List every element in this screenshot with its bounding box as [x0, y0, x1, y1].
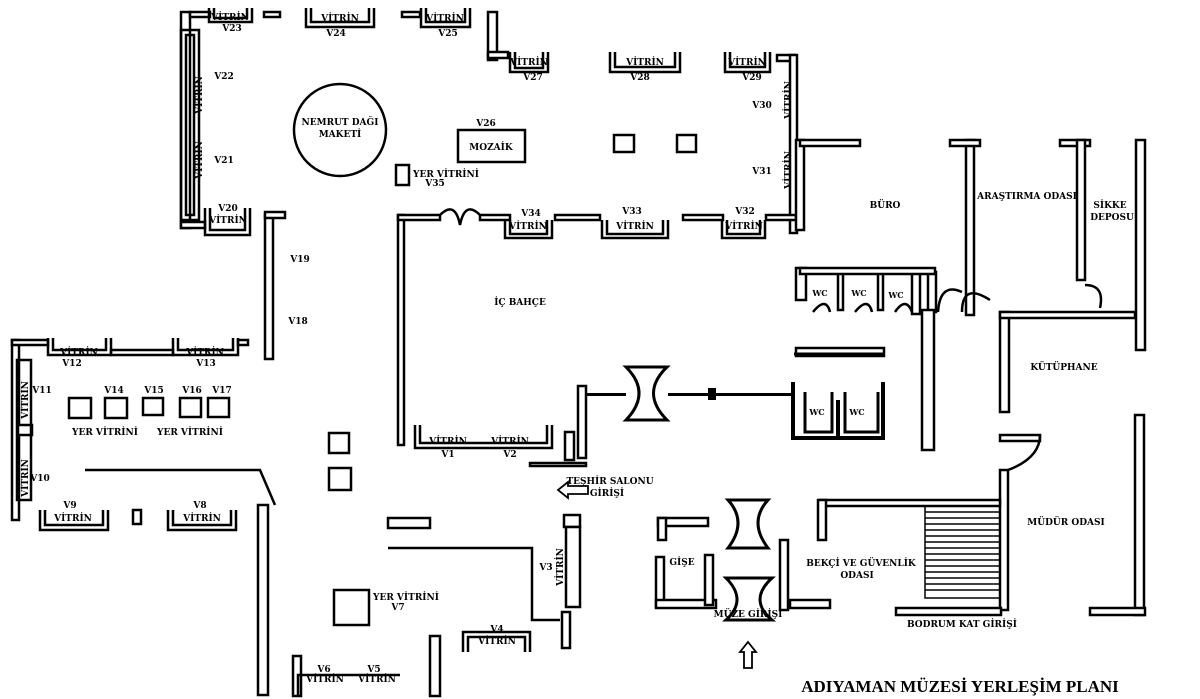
label-v29: V29 [741, 73, 762, 83]
vitrine-word: VİTRİN [615, 219, 654, 232]
hall-entrance-line1: TEŞHİR SALONU [566, 474, 653, 487]
label-v31: V31 [751, 167, 772, 177]
hall-entrance-line2: GİRİŞİ [590, 486, 624, 499]
mosaic-label: MOZAİK [469, 140, 514, 153]
courtyard-label: İÇ BAHÇE [494, 295, 546, 308]
label-v23: V23 [221, 24, 242, 34]
door-swing-icon [439, 208, 1103, 472]
vitrine-word: VİTRİN [553, 548, 566, 587]
label-v15: V15 [143, 386, 164, 396]
office-label: BÜRO [870, 198, 901, 211]
wc-label: WC [808, 407, 824, 417]
library-label: KÜTÜPHANE [1030, 360, 1097, 373]
label-v32: V32 [734, 207, 755, 217]
label-v34: V34 [520, 209, 541, 219]
basement-entrance-label: BODRUM KAT GİRİŞİ [907, 617, 1017, 630]
vitrine-word: VİTRİN [477, 634, 516, 647]
model-label-line1: NEMRUT DAĞI [302, 116, 379, 128]
vitrine-word: VİTRİN [724, 219, 763, 232]
label-v26: V26 [475, 119, 496, 129]
label-v19: V19 [289, 255, 310, 265]
staircase-icon [924, 505, 1001, 599]
vitrine-word: VİTRİN [490, 434, 529, 447]
label-v14: V14 [103, 386, 124, 396]
research-room-label: ARAŞTIRMA ODASI [976, 192, 1077, 202]
label-v24: V24 [325, 29, 346, 39]
arrow-up-icon [738, 640, 758, 669]
wc-rooms [791, 352, 885, 440]
label-v28: V28 [629, 73, 650, 83]
label-v8: V8 [192, 501, 206, 511]
ticket-office-label: GİŞE [669, 555, 694, 568]
floor-vitrine-label: YER VİTRİNİ [372, 590, 439, 603]
arrow-left-icon [556, 480, 589, 500]
label-v21: V21 [213, 156, 234, 166]
vitrine-word: VİTRİN [428, 434, 467, 447]
vitrine-word: VİTRİN [357, 672, 396, 685]
label-v13: V13 [195, 359, 216, 369]
director-room-label: MÜDÜR ODASI [1027, 515, 1104, 528]
vitrine-word: VİTRİN [781, 151, 794, 190]
vitrine-word: VİTRİN [320, 11, 359, 24]
label-v1: V1 [440, 450, 454, 460]
label-v16: V16 [181, 386, 202, 396]
label-v3: V3 [538, 563, 552, 573]
wc-label: WC [848, 407, 864, 417]
vitrines [15, 8, 772, 696]
floor-vitrines [67, 82, 698, 627]
vitrine-word: VİTRİN [192, 76, 205, 115]
vitrine-word: VİTRİN [305, 672, 344, 685]
vitrine-word: VİTRİN [727, 55, 766, 68]
label-v17: V17 [211, 386, 232, 396]
label-v7: V7 [390, 603, 404, 613]
vitrine-word: VİTRİN [53, 511, 92, 524]
label-v22: V22 [213, 72, 234, 82]
label-v33: V33 [621, 207, 642, 217]
label-v11: V11 [31, 386, 52, 396]
museum-entrance-label: MÜZE GİRİŞİ [714, 607, 783, 620]
vitrine-word: VİTRİN [781, 81, 794, 120]
vitrine-word: VİTRİN [182, 511, 221, 524]
vitrine-word: VİTRİN [18, 459, 31, 498]
label-v27: V27 [522, 73, 543, 83]
label-v20: V20 [217, 204, 238, 214]
floor-vitrine-label: YER VİTRİNİ [71, 425, 138, 438]
label-v18: V18 [287, 317, 308, 327]
label-v10: V10 [29, 474, 50, 484]
label-v12: V12 [61, 359, 82, 369]
model-label-line2: MAKETİ [319, 127, 362, 140]
coin-storage-line1: SİKKE [1093, 198, 1126, 211]
label-v2: V2 [502, 450, 516, 460]
label-v35: V35 [424, 179, 445, 189]
wc-label: WC [887, 290, 903, 300]
label-v6: V6 [316, 665, 330, 675]
wc-label: WC [850, 288, 866, 298]
double-door-icons [622, 365, 777, 622]
labels: VİTRİN VİTRİN VİTRİN VİTRİN VİTRİN VİTRİ… [18, 10, 1134, 696]
wc-label: WC [811, 288, 827, 298]
walls [10, 10, 1147, 698]
vitrine-word: VİTRİN [185, 345, 224, 358]
label-v5: V5 [366, 665, 380, 675]
label-v25: V25 [437, 29, 458, 39]
vitrine-word: VİTRİN [208, 213, 247, 226]
vitrine-word: VİTRİN [18, 381, 31, 420]
security-room-line1: BEKÇİ VE GÜVENLİK [806, 556, 917, 569]
vitrine-word: VİTRİN [210, 10, 249, 23]
floor-vitrine-label: YER VİTRİNİ [156, 425, 223, 438]
plan-title: ADIYAMAN MÜZESİ YERLEŞİM PLANI [801, 677, 1119, 696]
vitrine-word: VİTRİN [509, 55, 548, 68]
label-v9: V9 [62, 501, 76, 511]
coin-storage-line2: DEPOSU [1090, 213, 1134, 223]
label-v30: V30 [751, 101, 772, 111]
vitrine-word: VİTRİN [425, 11, 464, 24]
vitrine-word: VİTRİN [192, 141, 205, 180]
floor-vitrine-label: YER VİTRİNİ [412, 167, 479, 180]
vitrine-word: VİTRİN [625, 55, 664, 68]
vitrine-word: VİTRİN [508, 219, 547, 232]
security-room-line2: ODASI [840, 571, 873, 581]
vitrine-word: VİTRİN [59, 345, 98, 358]
label-v4: V4 [489, 625, 503, 635]
